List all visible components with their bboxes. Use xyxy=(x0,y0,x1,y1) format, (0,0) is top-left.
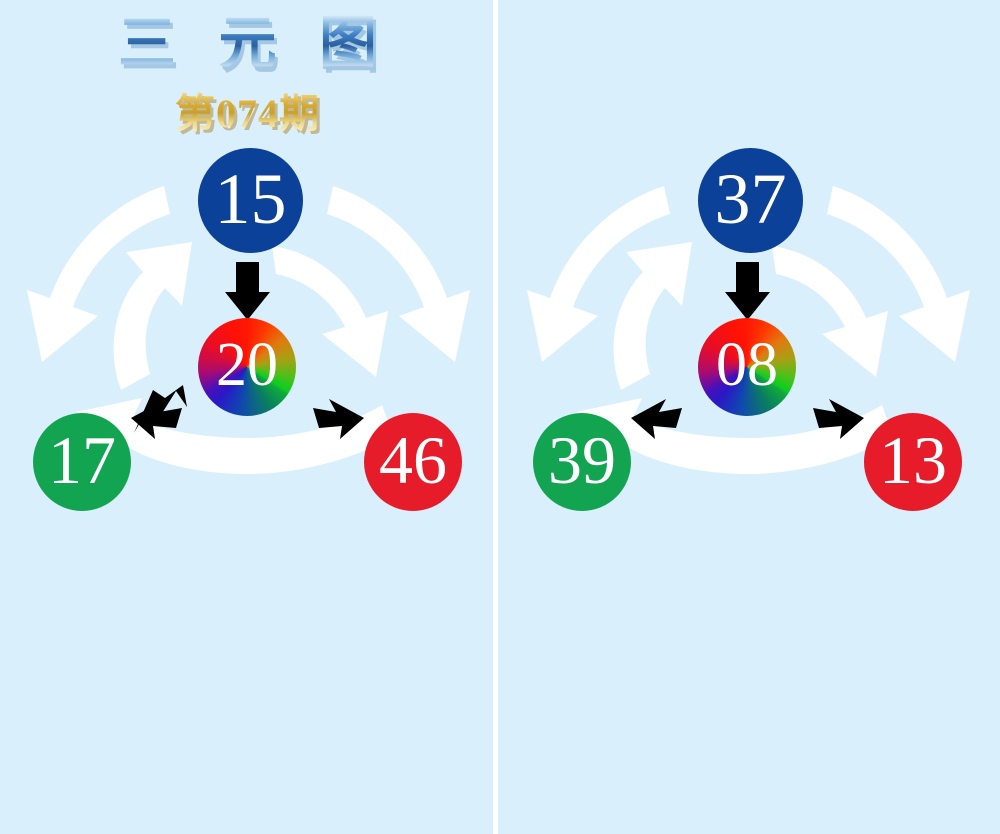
down-arrow-icon xyxy=(225,262,270,320)
ball-right-red[interactable]: 13 xyxy=(864,413,962,511)
ball-center-label: 20 xyxy=(216,331,278,399)
ball-top-label: 15 xyxy=(214,158,287,239)
white-arrow-segment-left xyxy=(27,186,170,362)
black-down-arrow-group xyxy=(225,262,270,320)
left-inward-arrow-body xyxy=(631,399,682,439)
arrow-graphics-left xyxy=(27,186,470,474)
white-arrow-segment-right xyxy=(327,186,470,362)
panel-right: 37 08 39 13 xyxy=(500,0,995,834)
white-arrow-segment-bottom xyxy=(76,398,393,474)
black-down-arrow-group xyxy=(725,262,770,320)
header-block: 三 元 图 第074期 xyxy=(0,0,495,139)
right-inward-arrow-body xyxy=(313,399,364,439)
arrow-graphics-right xyxy=(527,186,970,474)
white-arrow-segment-right xyxy=(827,186,970,362)
ball-left-green[interactable]: 17 xyxy=(33,413,131,511)
white-outer-arrow-group xyxy=(27,186,470,474)
ball-right-label: 13 xyxy=(879,422,947,498)
ball-left-label: 17 xyxy=(48,422,116,498)
diagram-right: 37 08 39 13 xyxy=(500,140,995,530)
ball-left-green[interactable]: 39 xyxy=(533,413,631,511)
white-arrow-segment-left xyxy=(527,186,670,362)
black-right-to-center-arrow-group xyxy=(813,399,864,439)
black-right-to-center-arrow-group xyxy=(313,399,364,439)
left-inward-arrow-body xyxy=(131,399,182,439)
panel-left: 三 元 图 第074期 xyxy=(0,0,495,834)
white-inner-arrow-upleft xyxy=(113,242,192,390)
ball-top-blue[interactable]: 37 xyxy=(698,148,803,253)
white-inner-arrow-downright xyxy=(772,246,888,377)
ball-center-rainbow[interactable]: 08 xyxy=(698,318,796,416)
page-title: 三 元 图 xyxy=(0,13,495,75)
issue-number: 第074期 xyxy=(0,81,495,139)
black-left-to-center-arrow-group xyxy=(131,385,187,439)
down-arrow-icon xyxy=(725,262,770,320)
ball-center-rainbow[interactable]: 20 xyxy=(198,318,296,416)
right-inward-arrow-body xyxy=(813,399,864,439)
diagram-left: 15 20 17 46 xyxy=(0,140,495,530)
ball-left-label: 39 xyxy=(548,422,616,498)
ball-center-label: 08 xyxy=(716,331,778,399)
ball-top-blue[interactable]: 15 xyxy=(198,148,303,253)
white-inner-arrow-group xyxy=(613,242,888,390)
white-inner-arrow-upleft xyxy=(613,242,692,390)
ball-right-label: 46 xyxy=(379,422,447,498)
ball-top-label: 37 xyxy=(714,158,787,239)
white-inner-arrow-downright xyxy=(272,246,388,377)
white-inner-arrow-group xyxy=(113,242,388,390)
black-left-to-center-arrow-group xyxy=(631,399,682,439)
ball-right-red[interactable]: 46 xyxy=(364,413,462,511)
white-outer-arrow-group xyxy=(527,186,970,474)
white-arrow-segment-bottom xyxy=(576,398,893,474)
panel-divider xyxy=(493,0,498,834)
